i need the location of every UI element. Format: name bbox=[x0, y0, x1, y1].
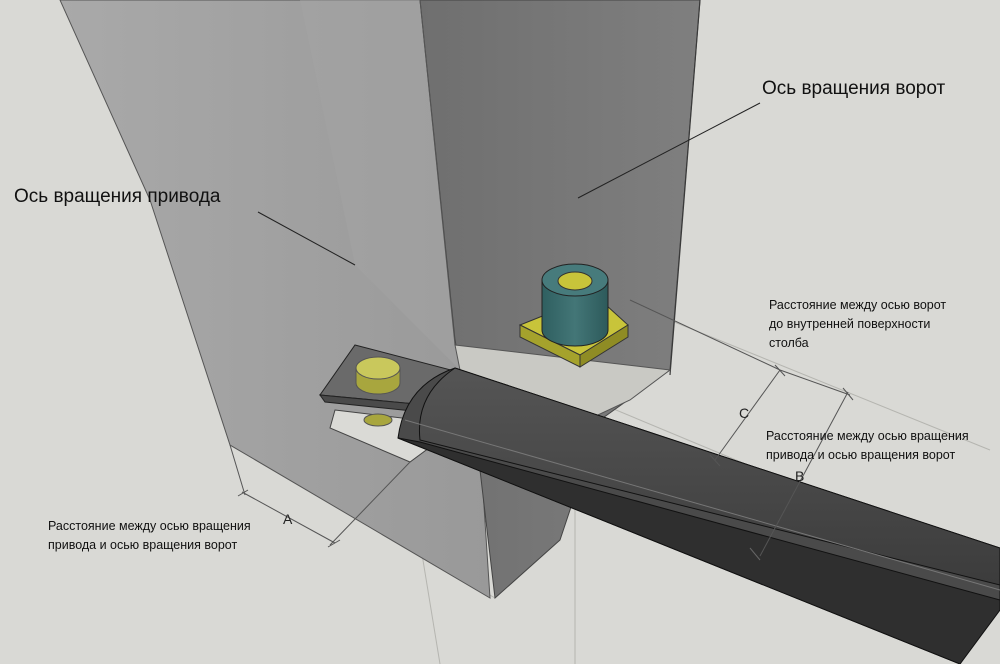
leader-drive-axis bbox=[257, 211, 356, 266]
drive-axis-cylinder bbox=[355, 356, 401, 427]
gate-leaf bbox=[397, 367, 1000, 664]
gate-axis-cylinder bbox=[541, 263, 609, 347]
dimension-b bbox=[759, 369, 854, 557]
dimension-letter-b: B bbox=[795, 468, 804, 484]
gate-axis-label: Ось вращения ворот bbox=[762, 78, 946, 99]
dimension-letter-c: C bbox=[739, 405, 749, 421]
drive-axis-label: Ось вращения привода bbox=[14, 186, 221, 207]
dimension-b-description: Расстояние между осью вращения привода и… bbox=[766, 429, 969, 462]
dimension-letter-a: A bbox=[283, 511, 293, 527]
dimension-a-description: Расстояние между осью вращения привода и… bbox=[48, 519, 251, 552]
post-front-upper bbox=[60, 0, 460, 370]
dimension-c-description: Расстояние между осью ворот до внутренне… bbox=[769, 298, 947, 350]
dimension-a bbox=[229, 444, 411, 548]
leader-gate-axis bbox=[577, 102, 761, 199]
